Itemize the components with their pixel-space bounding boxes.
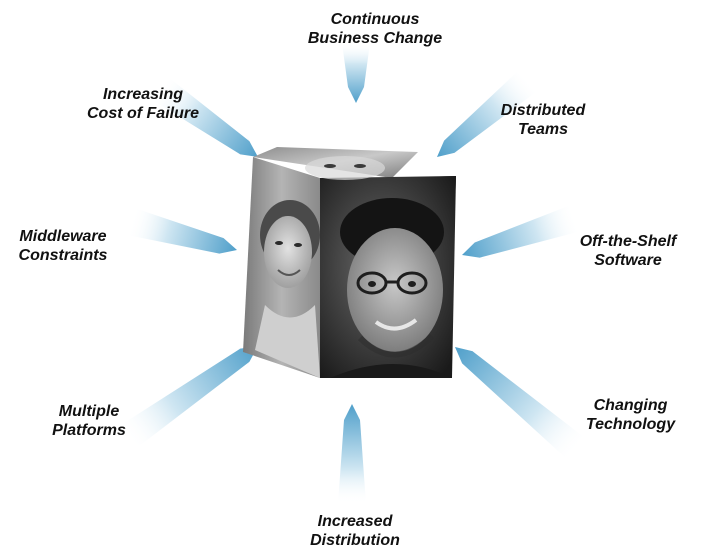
face-icon-top [305,156,385,180]
arrow-off-the-shelf-software [462,204,581,260]
label-line: Distributed [500,102,586,119]
label-continuous-business-change: Continuous Business Change [280,10,470,48]
label-line: Off-the-Shelf [579,233,677,250]
cube-icon [243,147,456,378]
label-line: Continuous [330,11,420,28]
label-line: Platforms [52,422,126,439]
arrow-middleware-constraints [127,208,237,256]
arrow-multiple-platforms [118,346,258,450]
label-multiple-platforms: Multiple Platforms [34,402,144,440]
face-icon-left [255,200,320,378]
arrow-continuous-business-change [342,43,370,103]
arrow-distributed-teams [437,69,538,157]
label-line: Constraints [18,247,108,264]
label-line: Increased [317,513,393,530]
face-icon-front [330,198,452,378]
arrow-changing-technology [455,347,587,461]
label-increased-distribution: Increased Distribution [280,512,430,550]
label-line: Technology [585,416,676,433]
label-middleware-constraints: Middleware Constraints [8,227,118,265]
label-line: Software [594,252,662,269]
label-increasing-cost-of-failure: Increasing Cost of Failure [58,85,228,123]
label-distributed-teams: Distributed Teams [488,101,598,139]
label-line: Business Change [307,30,443,47]
label-changing-technology: Changing Technology [568,396,693,434]
label-line: Increasing [102,86,184,103]
arrows-group [118,43,587,504]
label-line: Middleware [19,228,107,245]
label-line: Teams [517,121,569,138]
label-line: Changing [593,397,668,414]
label-line: Cost of Failure [86,105,199,122]
label-off-the-shelf-software: Off-the-Shelf Software [568,232,688,270]
arrow-increased-distribution [338,404,366,504]
label-line: Multiple [58,403,120,420]
label-line: Distribution [310,532,400,549]
arrow-increasing-cost-of-failure [151,76,258,157]
